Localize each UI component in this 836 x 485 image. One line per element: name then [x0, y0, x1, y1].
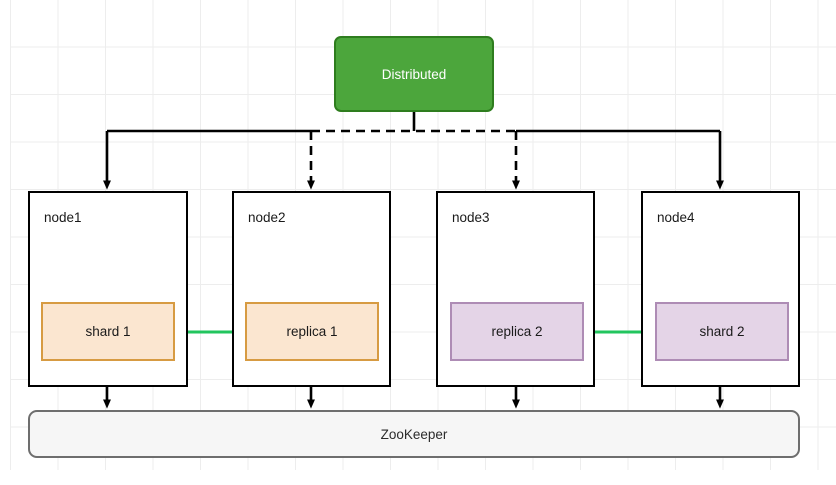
distributed-label: Distributed [381, 66, 447, 82]
node-label-node2: node2 [248, 210, 286, 225]
node-label-node4: node4 [657, 210, 695, 225]
zookeeper-node[interactable]: ZooKeeper [28, 410, 800, 458]
node-label-node1: node1 [44, 210, 82, 225]
shard-label-replica-2: replica 2 [491, 324, 543, 339]
shard-box-replica-1[interactable]: replica 1 [245, 302, 379, 361]
shard-box-shard-2[interactable]: shard 2 [655, 302, 789, 361]
shard-box-shard-1[interactable]: shard 1 [41, 302, 175, 361]
zookeeper-label: ZooKeeper [380, 426, 448, 442]
node-box-node3[interactable]: node3 replica 2 [436, 191, 595, 387]
node-label-node3: node3 [452, 210, 490, 225]
shard-box-replica-2[interactable]: replica 2 [450, 302, 584, 361]
node-box-node1[interactable]: node1 shard 1 [28, 191, 188, 387]
shard-label-replica-1: replica 1 [286, 324, 338, 339]
shard-label-shard-2: shard 2 [699, 324, 745, 339]
node-box-node4[interactable]: node4 shard 2 [641, 191, 800, 387]
distributed-node[interactable]: Distributed [334, 36, 494, 112]
node-box-node2[interactable]: node2 replica 1 [232, 191, 391, 387]
shard-label-shard-1: shard 1 [85, 324, 131, 339]
